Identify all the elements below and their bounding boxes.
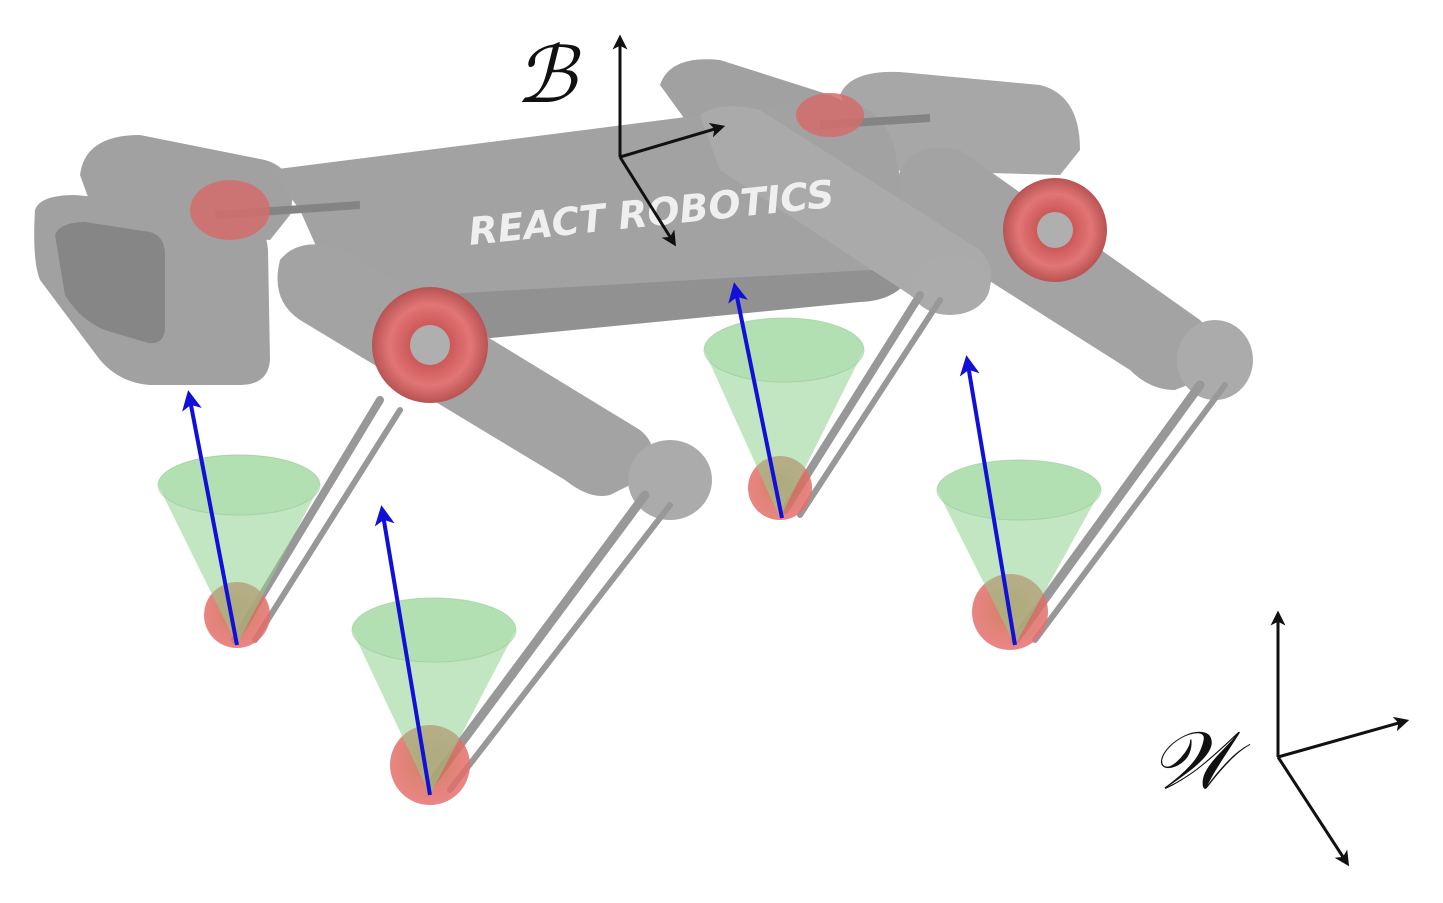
- foot-rear-left-outer: [157, 390, 321, 648]
- front-right-hip-motor-cap: [1037, 212, 1073, 248]
- foot-rear-left: [703, 282, 865, 520]
- front-left-hip-motor-cap: [410, 325, 450, 365]
- force-vector: [182, 390, 239, 646]
- front-left-shank-b: [447, 502, 673, 793]
- friction-cone-rim: [703, 317, 865, 383]
- friction-cone-rim: [936, 459, 1102, 521]
- force-vector: [374, 505, 432, 796]
- friction-cone-rim: [157, 454, 321, 516]
- front-left-knee: [628, 440, 712, 520]
- rear-left-outer-shank-b: [252, 407, 403, 643]
- foot-front-left: [351, 505, 517, 805]
- body-frame: ℬ: [515, 31, 726, 247]
- front-right-shank-a: [1010, 380, 1205, 645]
- rear-right-hip-motor: [796, 93, 864, 137]
- world-frame: 𝒲: [1150, 610, 1410, 867]
- front-left-shank-a: [425, 490, 650, 790]
- foot-contacts: [157, 282, 1102, 805]
- force-vector: [959, 355, 1017, 646]
- rear-left-thigh: [700, 106, 992, 311]
- front-right-hip-housing: [840, 71, 1080, 175]
- trunk-shadow: [340, 240, 915, 346]
- world-frame-x-axis: [1277, 716, 1410, 759]
- world-frame-y-axis: [1276, 756, 1350, 867]
- friction-cone-rim: [351, 597, 517, 663]
- rear-left-knee: [910, 255, 990, 315]
- body-frame-y-axis: [618, 156, 676, 247]
- foot-front-right: [936, 355, 1102, 650]
- robot-body: REACT ROBOTICS: [34, 59, 1253, 793]
- force-vector: [728, 282, 784, 519]
- body-frame-x-axis: [619, 122, 726, 159]
- front-right-shank-b: [1032, 382, 1228, 643]
- body-frame-label: ℬ: [515, 31, 581, 121]
- rear-left-shank-b: [797, 297, 943, 518]
- world-frame-label: 𝒲: [1150, 714, 1251, 807]
- rear-left-hip-motor: [190, 180, 270, 240]
- front-right-knee: [1177, 320, 1253, 400]
- front-left-hip-opening: [55, 222, 165, 344]
